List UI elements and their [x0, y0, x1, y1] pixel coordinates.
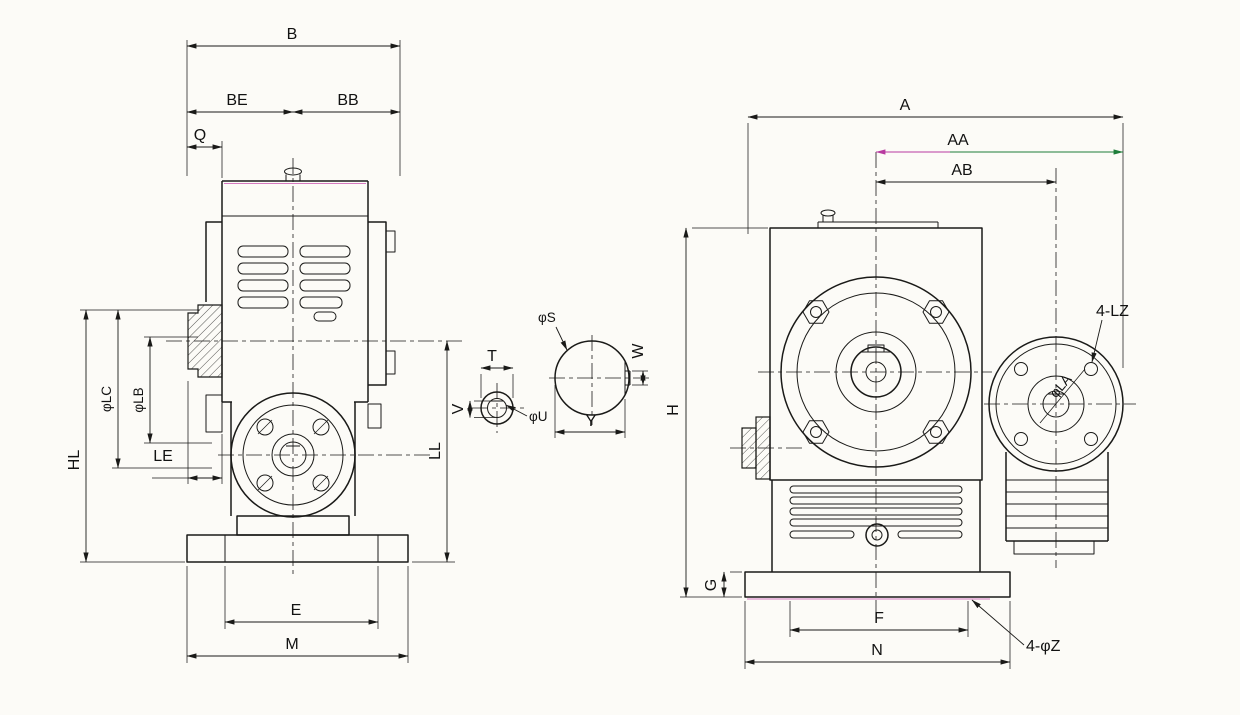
dim-label-hl: HL: [66, 450, 83, 471]
side-view: A AA AB H G F N: [665, 97, 1136, 669]
dim-label-aa: AA: [947, 132, 969, 149]
dim-label-q: Q: [194, 127, 206, 144]
dim-label-le: LE: [153, 448, 173, 465]
shaft-sections: T V φU φS W: [450, 310, 649, 438]
dim-label-phi-lb: φLB: [131, 387, 146, 412]
dim-label-ab: AB: [951, 162, 972, 179]
input-shaft-section: T V φU: [450, 348, 548, 433]
dim-label-phi-s: φS: [538, 310, 556, 325]
gearbox-front-outline: [186, 167, 409, 563]
cover-hex-bolts: [802, 300, 950, 444]
motor-assembly: [988, 336, 1124, 555]
dim-label-a: A: [900, 97, 911, 114]
dim-label-m: M: [285, 636, 298, 653]
dim-label-e: E: [291, 602, 302, 619]
gearbox-side-outline: [741, 209, 1011, 600]
dim-label-phi-lc: φLC: [99, 386, 114, 412]
dim-label-b: B: [287, 26, 298, 43]
front-view: B BE BB Q HL φLC φLB: [66, 26, 462, 663]
dim-label-be: BE: [226, 92, 247, 109]
flange-bolt-holes: [256, 418, 330, 492]
dim-label-n: N: [871, 642, 883, 659]
dim-label-f: F: [874, 610, 884, 627]
dim-label-t: T: [487, 348, 497, 365]
dim-label-g: G: [703, 579, 720, 591]
front-dimensions: B BE BB Q HL φLC φLB: [66, 26, 455, 663]
output-shaft-section: φS W Y: [538, 310, 649, 438]
dim-label-4lz: 4-LZ: [1096, 303, 1129, 320]
dim-label-bb: BB: [337, 92, 358, 109]
dim-label-4phiz: 4-φZ: [1026, 638, 1061, 655]
dim-label-ll: LL: [427, 442, 444, 460]
dim-label-w: W: [630, 343, 647, 359]
dim-label-h: H: [665, 404, 682, 416]
dim-label-y: Y: [586, 413, 597, 430]
dim-label-v: V: [450, 403, 467, 414]
motor-flange-bolt-holes: [1014, 362, 1098, 446]
dim-label-phi-u: φU: [529, 409, 548, 424]
